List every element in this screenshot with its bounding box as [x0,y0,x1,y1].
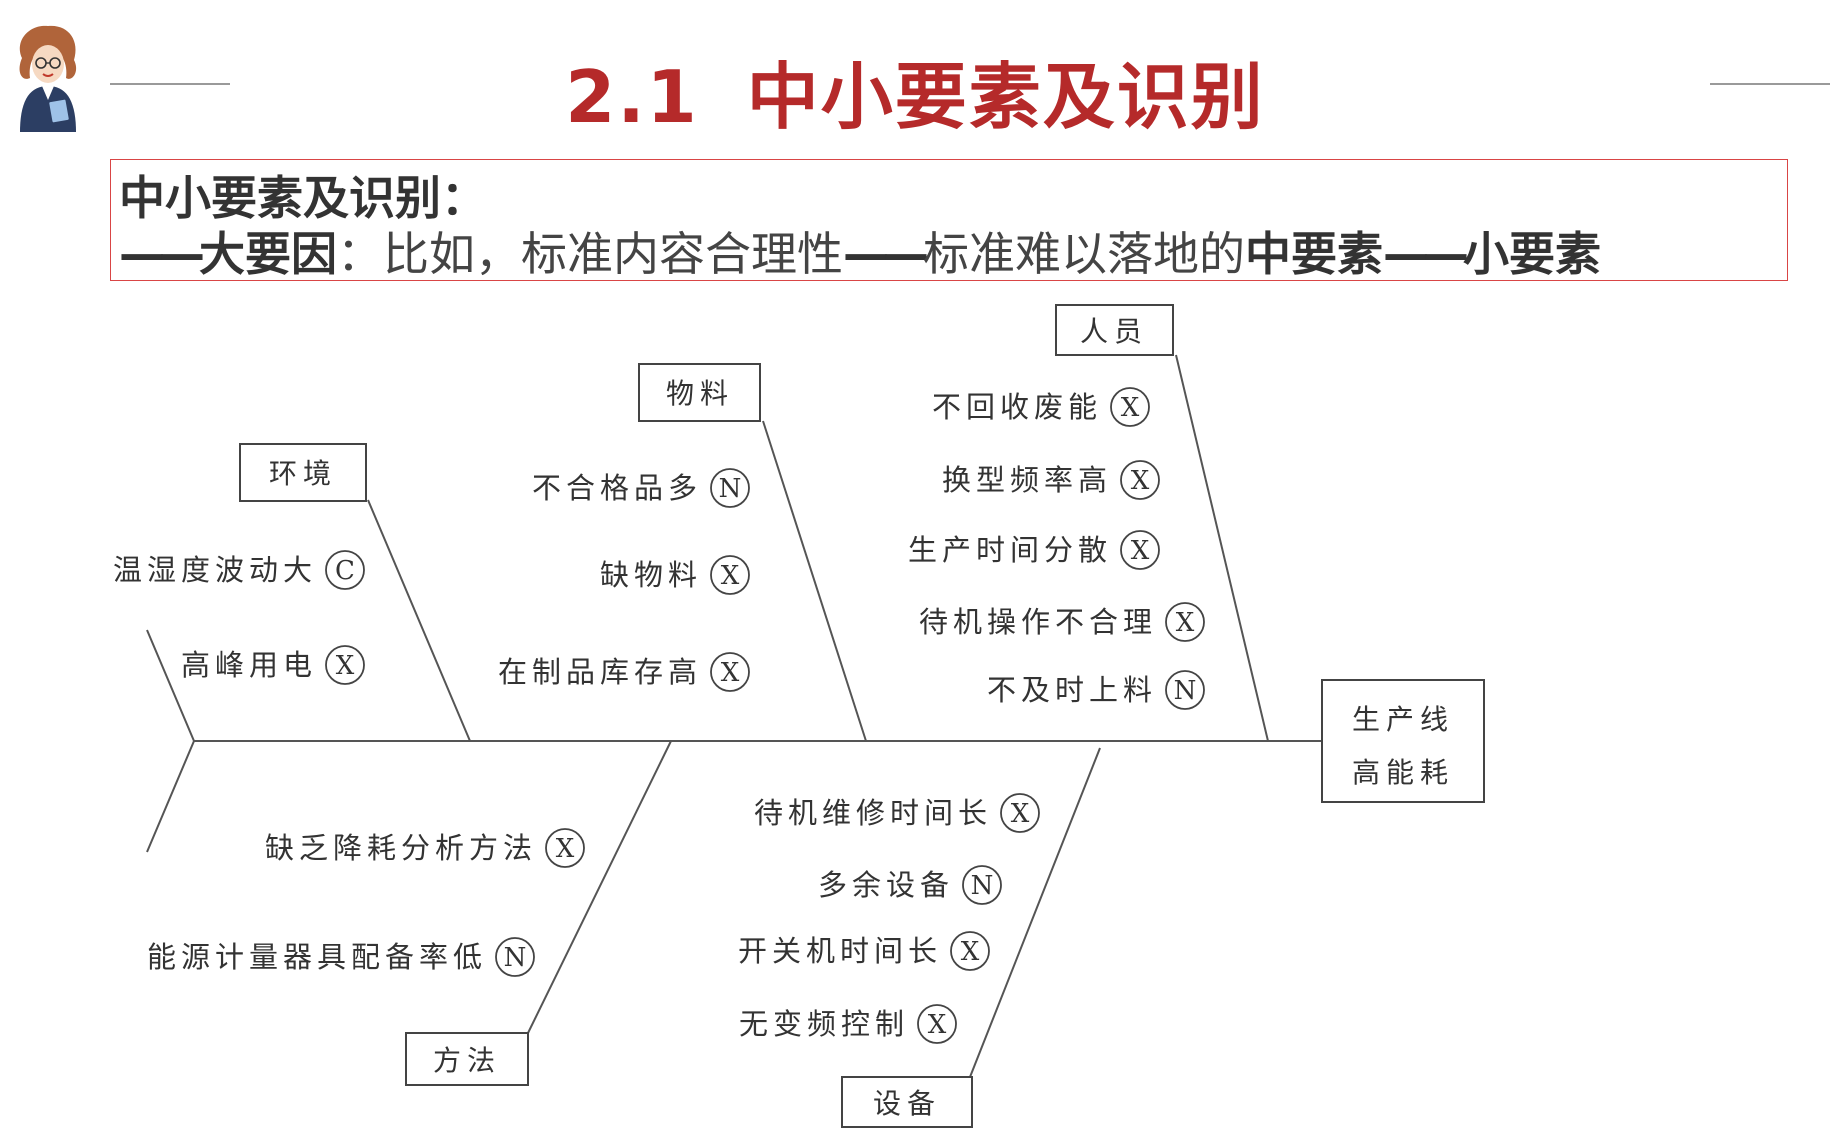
label-equipment: 设备 [873,1087,941,1120]
cause-mark-circle-method-1 [495,937,535,977]
cause-mark-equipment-2: X [961,937,980,967]
cause-text-material-2: 在制品库存高 [498,655,702,689]
cause-mark-people-1: X [1131,466,1150,496]
cause-mark-env-1: X [336,651,355,681]
cause-mark-circle-method-0 [545,828,585,868]
dash-2: —— [843,227,929,281]
cause-mark-circle-equipment-0 [1000,793,1040,833]
cause-mark-material-1: X [721,561,740,591]
title-rule-right [1710,83,1830,85]
bone-people [1175,354,1269,742]
cause-mark-circle-env-0 [325,550,365,590]
cause-mark-material-2: X [721,658,740,688]
cause-text-people-2: 生产时间分散 [908,533,1112,567]
cause-mark-people-0: X [1121,393,1140,423]
title-rule-left [110,83,230,85]
landing-text: 标准难以落地的 [923,227,1245,281]
cause-mark-method-1: N [504,943,527,973]
box-people [1055,304,1174,356]
cause-mark-material-0: N [719,474,742,504]
cause-mark-people-4: N [1174,676,1197,706]
cause-mark-circle-people-3 [1165,602,1205,642]
cause-text-people-4: 不及时上料 [987,673,1157,707]
cause-mark-circle-material-0 [710,468,750,508]
bone-env [367,499,471,742]
mid-factor-term: 中要素 [1245,227,1383,281]
box-equipment [841,1076,973,1128]
presenter-avatar-icon [19,25,77,132]
cause-mark-method-0: X [556,834,575,864]
effect-line-1: 生产线 [1352,703,1454,736]
label-env: 环境 [269,457,337,490]
cause-mark-circle-material-1 [710,555,750,595]
cause-mark-env-0: C [335,556,355,586]
cause-text-material-0: 不合格品多 [532,471,702,505]
cause-text-equipment-3: 无变频控制 [739,1007,909,1041]
title-number: 2.1 [565,55,699,139]
cause-mark-circle-env-1 [325,645,365,685]
cause-mark-circle-equipment-1 [962,865,1002,905]
cause-text-people-1: 换型频率高 [942,463,1112,497]
cause-text-env-0: 温湿度波动大 [113,553,317,587]
label-material: 物料 [666,377,734,410]
cause-text-env-1: 高峰用电 [181,648,317,682]
cause-mark-equipment-1: N [971,871,994,901]
bone-method [527,740,672,1034]
cause-text-people-0: 不回收废能 [932,390,1102,424]
cause-mark-people-2: X [1131,536,1150,566]
cause-group: C 温湿度波动大 X 高峰用电 N 不合格品多 X 缺物料 X 在制品库存高 X 不回收废能 X 换型频率… [113,387,1205,1044]
box-material [638,363,761,422]
cause-text-method-0: 缺乏降耗分析方法 [265,831,537,865]
cause-mark-circle-people-0 [1110,387,1150,427]
box-env [239,443,367,502]
cause-text-material-1: 缺物料 [600,558,702,592]
cause-mark-circle-equipment-2 [950,931,990,971]
cause-mark-circle-material-2 [710,652,750,692]
title-text: 中小要素及识别 [746,55,1265,139]
cause-text-equipment-0: 待机维修时间长 [754,796,992,830]
cause-mark-circle-people-2 [1120,530,1160,570]
description-heading: 中小要素及识别： [119,171,487,225]
cause-text-method-1: 能源计量器具配备率低 [147,940,487,974]
dash-1: —— [119,227,205,281]
cause-text-equipment-1: 多余设备 [818,868,954,902]
label-people: 人员 [1080,315,1148,348]
bone-equipment [969,747,1101,1078]
cause-mark-equipment-3: X [928,1010,947,1040]
description-line-1: 中小要素及识别： [119,170,1787,226]
description-line-2: ——大要因：比如，标准内容合理性——标准难以落地的中要素——小要素 [119,226,1787,282]
big-cause-term: 大要因 [199,227,337,281]
cause-mark-circle-people-1 [1120,460,1160,500]
description-box: 中小要素及识别： ——大要因：比如，标准内容合理性——标准难以落地的中要素——小… [110,159,1788,281]
cause-mark-equipment-0: X [1011,799,1030,829]
cause-mark-circle-equipment-3 [917,1004,957,1044]
cause-mark-circle-people-4 [1165,670,1205,710]
cause-text-people-3: 待机操作不合理 [919,605,1157,639]
example-text: ：比如，标准内容合理性 [337,227,843,281]
label-method: 方法 [433,1044,501,1077]
effect-line-2: 高能耗 [1352,756,1454,789]
small-factor-term: 小要素 [1463,227,1601,281]
dash-3: —— [1383,227,1469,281]
cause-text-equipment-2: 开关机时间长 [738,934,942,968]
box-method [405,1032,529,1086]
bone-material [762,420,867,742]
page-title: 2.1 中小要素及识别 [0,38,1830,143]
cause-mark-people-3: X [1176,608,1195,638]
